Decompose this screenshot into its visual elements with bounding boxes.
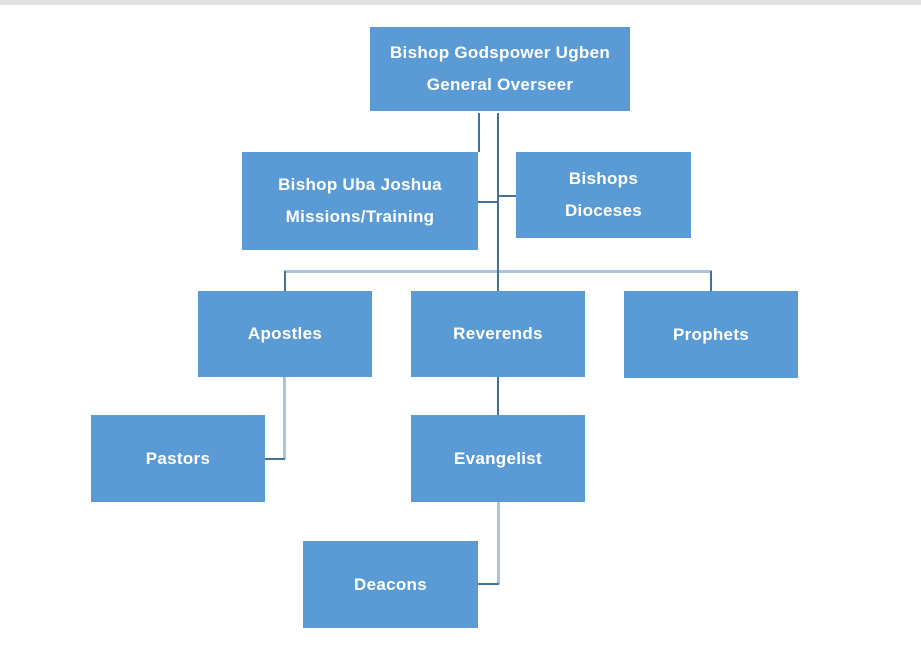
node-label: Prophets	[672, 324, 750, 344]
node-label: Evangelist	[453, 448, 543, 468]
node-label: Deacons	[354, 574, 427, 594]
node-prophets[interactable]: Prophets	[624, 291, 798, 378]
node-pastors[interactable]: Pastors	[91, 415, 265, 502]
node-deacons[interactable]: Deacons	[303, 541, 478, 628]
connector-dioceses-elbow	[497, 195, 516, 197]
node-general-overseer[interactable]: Bishop Godspower Ugben General Overseer	[370, 27, 630, 111]
window-top-strip	[0, 0, 921, 5]
connector-evangelist-to-deacons-horizontal	[478, 583, 499, 585]
node-sublabel: Missions/Training	[285, 207, 435, 226]
node-apostles[interactable]: Apostles	[198, 291, 372, 377]
node-bishops-dioceses[interactable]: Bishops Dioceses	[516, 152, 691, 238]
connector-stub-prophets	[710, 271, 712, 291]
connector-stub-apostles	[284, 271, 286, 291]
node-label: Bishop Uba Joshua	[278, 175, 442, 194]
connector-apostles-to-pastors-horizontal	[265, 458, 285, 460]
node-label: Bishops	[568, 169, 639, 188]
connector-evangelist-to-deacons-vertical	[497, 502, 500, 584]
node-label: Bishop Godspower Ugben	[389, 43, 611, 62]
node-reverends[interactable]: Reverends	[411, 291, 585, 377]
node-label: Apostles	[247, 324, 323, 343]
node-label: Pastors	[145, 448, 211, 468]
node-missions-training[interactable]: Bishop Uba Joshua Missions/Training	[242, 152, 478, 250]
node-sublabel: General Overseer	[426, 75, 574, 94]
node-label: Reverends	[453, 324, 543, 343]
connector-reverends-to-evangelist	[497, 377, 499, 415]
node-sublabel: Dioceses	[564, 201, 643, 220]
node-evangelist[interactable]: Evangelist	[411, 415, 585, 502]
connector-overseer-to-missions	[478, 113, 480, 152]
connector-missions-elbow	[478, 201, 499, 203]
connector-apostles-to-pastors-vertical	[283, 377, 286, 459]
